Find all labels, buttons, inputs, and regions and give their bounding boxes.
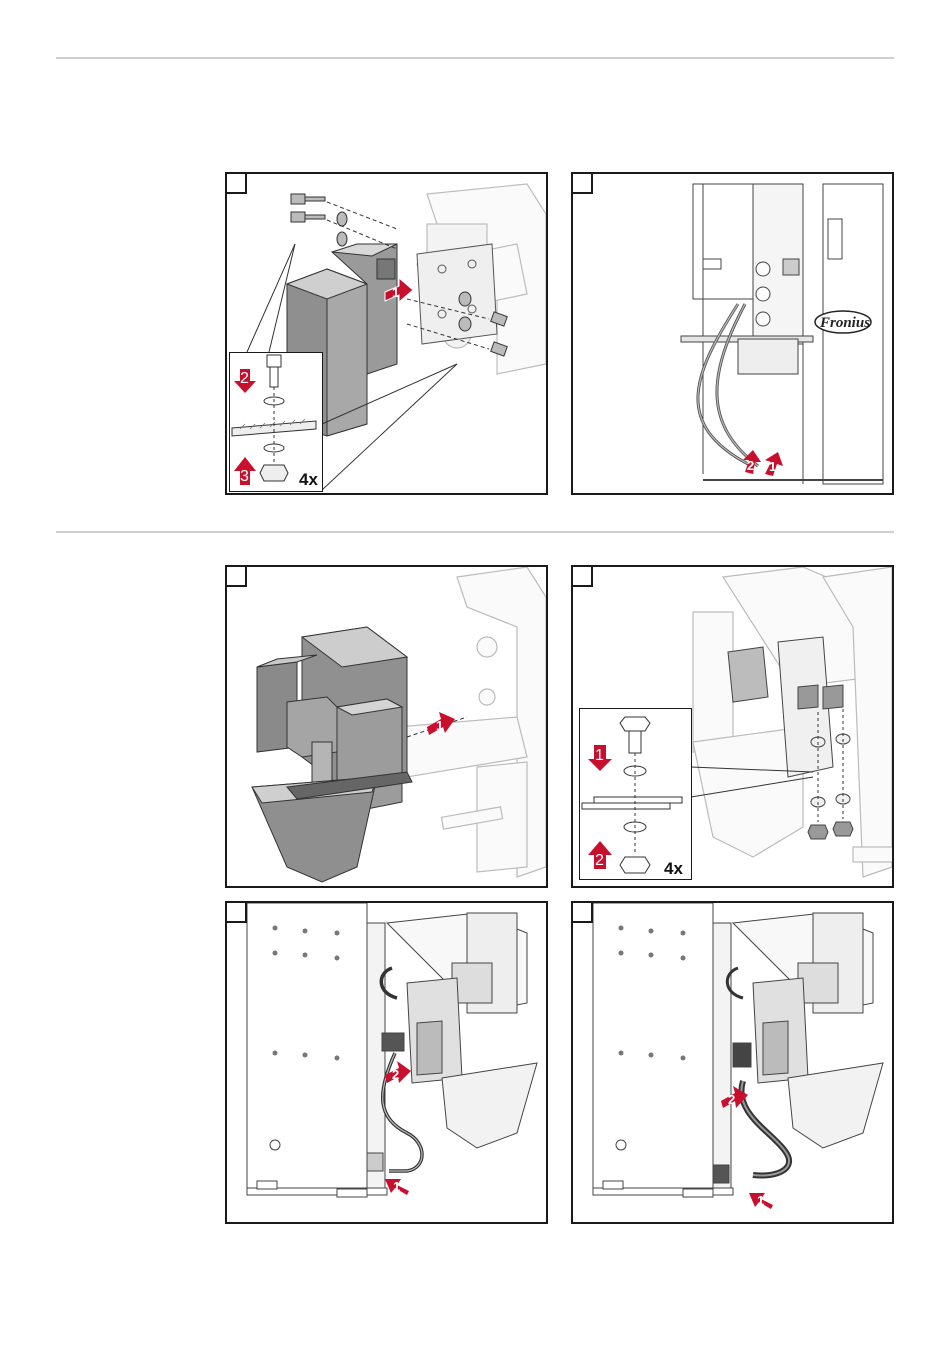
arrow-number: 1	[769, 459, 776, 474]
arrow-number: 1	[392, 285, 399, 300]
step-number-box	[571, 901, 593, 923]
step-panel-a: 1 2 3 4x	[225, 172, 548, 495]
step-panel-b: Fronius 2 1	[571, 172, 894, 495]
detail-inset: 1 2	[579, 708, 692, 880]
arrow-number: 2	[728, 1092, 735, 1107]
panel-c-illustration: 1	[227, 567, 546, 886]
svg-text:Fronius: Fronius	[819, 315, 870, 331]
arrow-number: 1	[757, 1193, 764, 1208]
panel-b-illustration: Fronius 2 1	[573, 174, 892, 493]
inset-d-illustration: 1 2	[580, 709, 691, 879]
section-divider-middle	[56, 531, 894, 533]
step-panel-f: 2 1	[571, 901, 894, 1224]
step-number-box	[571, 172, 593, 194]
brand-logo: Fronius	[815, 311, 871, 333]
arrow-number: 2	[747, 458, 754, 473]
quantity-label: 4x	[299, 470, 318, 490]
section-divider-top	[56, 57, 894, 59]
inset-arrow-number: 2	[240, 370, 249, 387]
panel-f-illustration: 2 1	[573, 903, 892, 1222]
inset-arrow-number: 3	[240, 468, 249, 485]
step-number-box	[225, 565, 247, 587]
arrow-number: 2	[392, 1067, 399, 1082]
panel-e-illustration: 2 1	[227, 903, 546, 1222]
arrow-number: 1	[393, 1179, 400, 1194]
inset-arrow-number: 1	[595, 747, 604, 764]
step-panel-d: 1 2 4x	[571, 565, 894, 888]
step-number-box	[571, 565, 593, 587]
step-number-box	[225, 901, 247, 923]
step-panel-e: 2 1	[225, 901, 548, 1224]
step-panel-c: 1	[225, 565, 548, 888]
step-number-box	[225, 172, 247, 194]
arrow-number: 1	[436, 718, 443, 733]
inset-arrow-number: 2	[595, 852, 604, 869]
quantity-label: 4x	[664, 859, 683, 879]
